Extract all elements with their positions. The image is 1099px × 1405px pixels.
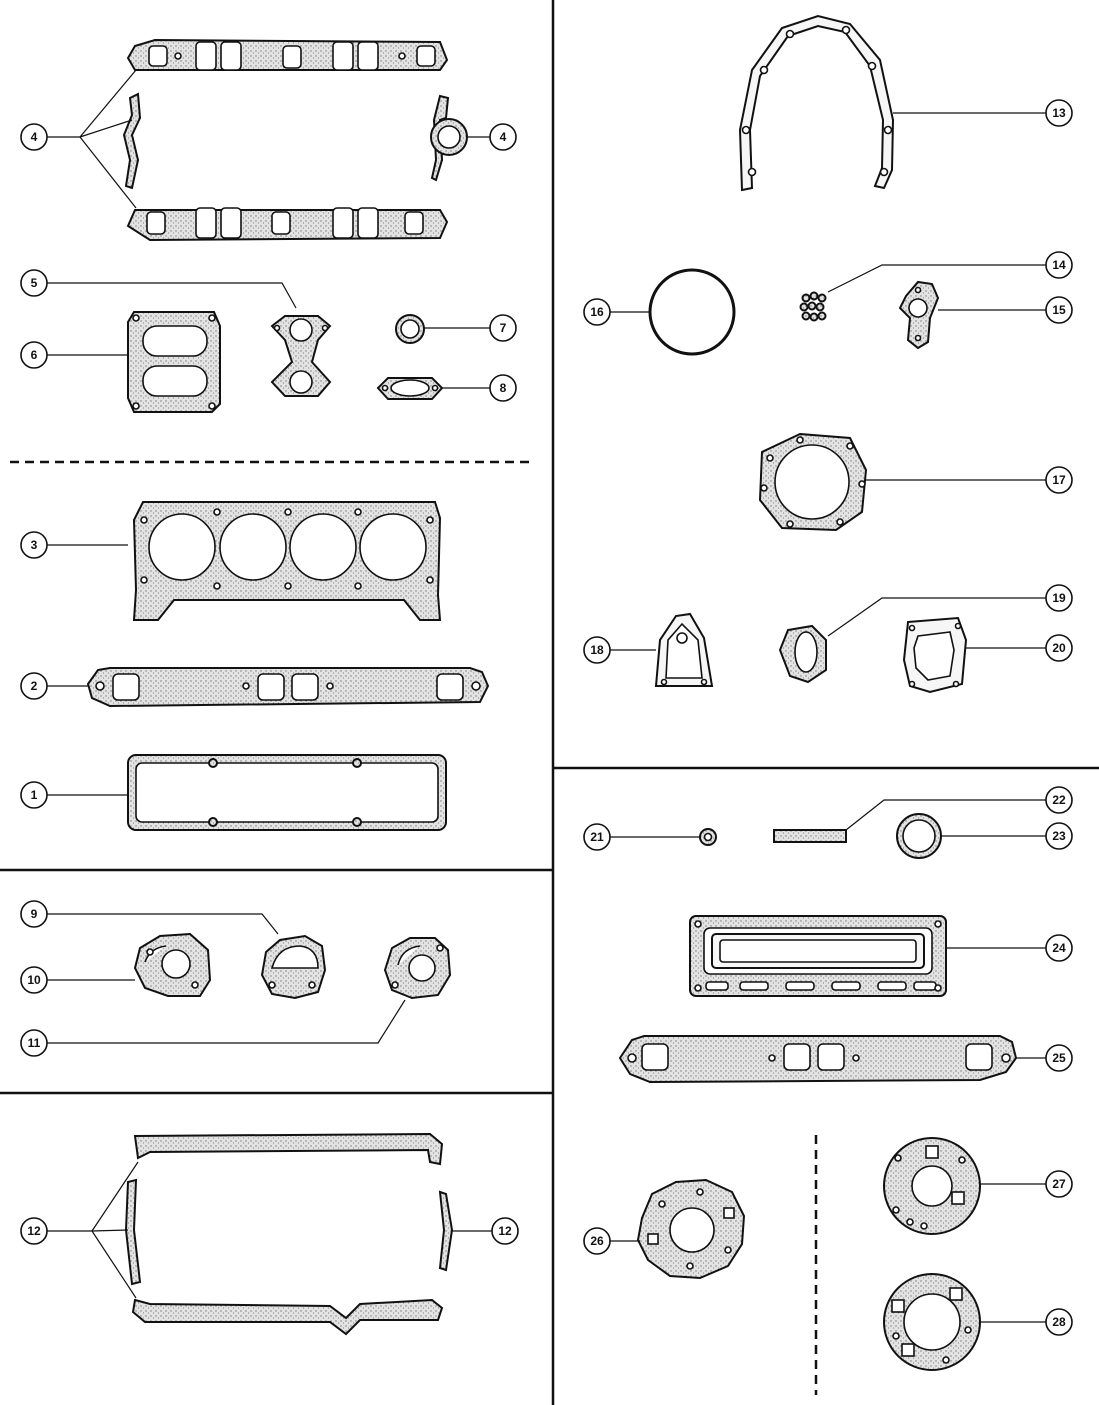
callout-label: 20 (1052, 641, 1066, 655)
callout-label: 5 (31, 276, 38, 290)
callout-label: 2 (31, 679, 38, 693)
callout-label: 26 (590, 1234, 604, 1248)
small-ring-gasket (395, 314, 425, 344)
callout-16: 16 (583, 298, 611, 326)
callout-label: 17 (1052, 473, 1066, 487)
callout-17: 17 (1045, 466, 1073, 494)
intake-manifold-gasket-bottom (126, 207, 449, 242)
oil-pan-end-seal-left (124, 1178, 142, 1286)
callout-label: 22 (1052, 793, 1066, 807)
intake-manifold-gasket-top (126, 38, 449, 71)
rectangular-frame-gasket-24 (689, 915, 947, 997)
oil-pan-gasket-bottom (131, 1298, 444, 1336)
callout-label: 16 (590, 305, 604, 319)
callout-label: 4 (500, 130, 507, 144)
water-pump-gasket-11 (383, 937, 452, 1000)
intake-end-seal-right (430, 94, 468, 182)
callout-label: 15 (1052, 303, 1066, 317)
callout-13: 13 (1045, 99, 1073, 127)
callout-3: 3 (20, 531, 48, 559)
round-flange-gasket-27 (883, 1137, 981, 1235)
callout-23: 23 (1045, 822, 1073, 850)
callout-label: 27 (1052, 1177, 1066, 1191)
callout-label: 3 (31, 538, 38, 552)
callout-2: 2 (20, 672, 48, 700)
callout-label: 13 (1052, 106, 1066, 120)
callout-20: 20 (1045, 634, 1073, 662)
small-seal-21 (699, 828, 717, 846)
callout-4a: 4 (20, 123, 48, 151)
callout-1: 1 (20, 781, 48, 809)
callout-label: 14 (1052, 258, 1066, 272)
o-ring-seal (648, 268, 736, 356)
intake-end-seal-left (122, 92, 142, 190)
callout-22: 22 (1045, 786, 1073, 814)
callout-label: 8 (500, 381, 507, 395)
valve-cover-gasket (127, 754, 447, 831)
callout-24: 24 (1045, 934, 1073, 962)
oil-pan-gasket-top (133, 1132, 444, 1166)
callout-label: 12 (498, 1224, 512, 1238)
callout-label: 12 (27, 1224, 41, 1238)
thermostat-gasket (270, 315, 332, 397)
callout-label: 9 (31, 907, 38, 921)
round-flange-gasket-28 (883, 1273, 981, 1371)
strip-seal-22 (773, 829, 847, 843)
polygon-flange-gasket-17 (758, 432, 868, 532)
exhaust-manifold-gasket-right (618, 1035, 1018, 1084)
callout-14: 14 (1045, 251, 1073, 279)
oil-pan-end-seal-right (438, 1190, 454, 1272)
small-washers-cluster (799, 291, 827, 322)
callout-7: 7 (489, 314, 517, 342)
callout-label: 6 (31, 348, 38, 362)
callout-label: 25 (1052, 1051, 1066, 1065)
fuel-flange-gasket-15 (898, 280, 940, 350)
callout-12a: 12 (20, 1217, 48, 1245)
callout-27: 27 (1045, 1170, 1073, 1198)
callout-18: 18 (583, 636, 611, 664)
callout-label: 18 (590, 643, 604, 657)
callout-label: 7 (500, 321, 507, 335)
callout-label: 1 (31, 788, 38, 802)
callout-28: 28 (1045, 1308, 1073, 1336)
oval-flange-gasket (376, 377, 444, 400)
callout-label: 11 (28, 1036, 41, 1050)
callout-8: 8 (489, 374, 517, 402)
callout-label: 23 (1052, 829, 1066, 843)
ring-gasket-23 (896, 813, 942, 859)
callout-26: 26 (583, 1227, 611, 1255)
callout-12b: 12 (491, 1217, 519, 1245)
callout-label: 21 (590, 830, 604, 844)
callout-19: 19 (1045, 584, 1073, 612)
carburetor-gasket (127, 311, 221, 413)
callout-15: 15 (1045, 296, 1073, 324)
callout-label: 10 (27, 973, 41, 987)
fuel-pump-gasket-19 (778, 624, 827, 684)
fuel-pump-gasket-18 (654, 612, 714, 687)
callout-label: 24 (1052, 941, 1066, 955)
exhaust-manifold-gasket-left (86, 667, 490, 708)
water-pump-gasket-10 (133, 932, 212, 997)
callout-11: 11 (20, 1029, 48, 1057)
callout-4b: 4 (489, 123, 517, 151)
water-pump-gasket-9 (260, 934, 327, 1000)
callout-10: 10 (20, 966, 48, 994)
callout-label: 19 (1052, 591, 1066, 605)
cylinder-head-gasket (132, 501, 442, 621)
leader-lines (47, 69, 1046, 1323)
callout-21: 21 (583, 823, 611, 851)
callout-label: 28 (1052, 1315, 1066, 1329)
callout-5: 5 (20, 269, 48, 297)
round-flange-gasket-26 (636, 1178, 746, 1280)
callout-6: 6 (20, 341, 48, 369)
timing-cover-gasket (738, 14, 895, 192)
callout-9: 9 (20, 900, 48, 928)
callout-label: 4 (31, 130, 38, 144)
fuel-pump-gasket-20 (902, 616, 968, 694)
callout-25: 25 (1045, 1044, 1073, 1072)
